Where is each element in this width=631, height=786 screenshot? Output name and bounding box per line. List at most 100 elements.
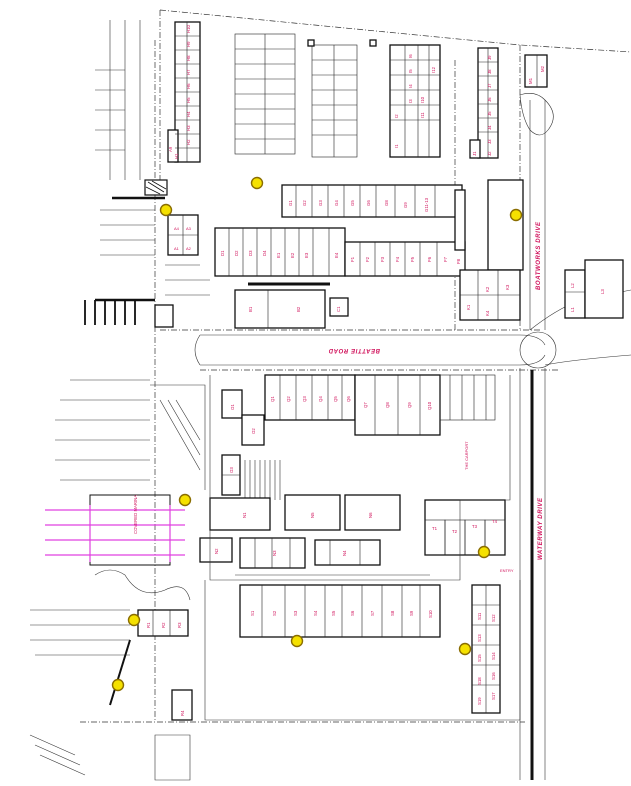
label-j5: J5 [487,111,492,116]
label-j6: J6 [487,97,492,102]
label-e4: E4 [334,252,339,258]
label-j2: J2 [487,151,492,156]
label-r4: R4 [180,710,185,716]
label-q3: Q3 [302,396,307,402]
map-marker-6[interactable] [127,613,141,627]
label-i3: I3 [408,99,413,103]
label-o3: O3 [229,467,234,473]
label-t3: T3 [472,524,478,529]
label-g3: G3 [318,200,323,206]
label-h7: H7 [186,69,191,75]
label-l1: L1 [570,307,575,312]
map-marker-2[interactable] [159,203,173,217]
label-j9: J9 [487,55,492,60]
label-k4: K4 [485,310,490,316]
map-marker-4[interactable] [178,493,192,507]
label-n2: N2 [214,548,219,554]
label-q8: Q8 [385,402,390,408]
label-h2: H2 [186,139,191,145]
label-h8: H8 [186,55,191,61]
label-n1: N1 [242,512,247,518]
label-s1: S1 [250,610,255,616]
label-s16: S16 [491,672,496,680]
label-h3: H3 [186,125,191,131]
label-s18: S18 [477,677,482,685]
label-a2: A2 [186,246,192,251]
label-m2: M2 [540,65,545,72]
label-h1: H1 [174,153,179,159]
label-s9: S9 [409,610,414,616]
label-g9: G9 [403,202,408,208]
label-s7: S7 [370,610,375,616]
label-e3: E3 [304,252,309,258]
label-s19: S19 [477,697,482,705]
label-entry: ENTRY [500,568,514,573]
label-covered-marina: COVERED MARINA [133,495,138,534]
building-r-block [137,609,193,721]
label-o2: O2 [251,428,256,434]
building-a-block [154,214,199,328]
map-marker-3[interactable] [509,208,523,222]
label-j3: J3 [487,139,492,144]
markers [111,176,523,692]
label-q5: Q5 [333,396,338,402]
label-c1: C1 [336,306,341,312]
label-s15: S15 [477,654,482,662]
label-r3: R3 [177,622,182,628]
roads [194,93,631,780]
label-a4: A4 [174,226,180,231]
label-s10: S10 [428,610,433,618]
label-h10: H10 [186,25,191,33]
map-marker-8[interactable] [458,642,472,656]
label-s6: S6 [350,610,355,616]
label-s12: S12 [491,614,496,622]
label-h6: H6 [186,83,191,89]
label-d3: D3 [248,250,253,256]
label-e2: E2 [290,252,295,258]
building-k-block [459,179,524,321]
label-t4: T4 [492,519,498,524]
building-j-block [469,47,499,159]
label-n5: N5 [310,512,315,518]
map-marker-1[interactable] [250,176,264,190]
label-i4: I4 [408,84,413,88]
label-g4: G4 [334,200,339,206]
map-marker-9[interactable] [111,678,125,692]
building-i-block [389,44,441,158]
building-q-block [264,374,496,436]
label-j8: J8 [487,69,492,74]
building-l-block [564,259,624,319]
label-g1113: G11-13 [424,197,429,212]
building-m-block [524,54,548,88]
label-n6: N6 [368,512,373,518]
label-i2: I2 [394,114,399,118]
label-e1: E1 [276,252,281,258]
label-a9: A9 [168,146,173,152]
label-a1: A1 [174,246,180,251]
label-l3: L3 [600,289,605,294]
label-r1: R1 [146,622,151,628]
site-boundaries [80,9,631,723]
label-l2: L2 [570,283,575,288]
label-t1: T1 [432,526,438,531]
building-g-block [281,184,463,218]
label-h5: H5 [186,97,191,103]
label-b1: B1 [248,306,253,312]
label-s14: S14 [491,652,496,660]
label-g1: G1 [288,200,293,206]
label-d4: D4 [262,250,267,256]
label-g8: G8 [384,200,389,206]
label-q4: Q4 [318,396,323,402]
label-s11: S11 [477,612,482,620]
label-i11: I11 [420,112,425,118]
road-label-boatworks: BOATWORKS DRIVE [536,221,542,290]
label-f5: F5 [410,256,415,262]
label-m1: M1 [528,77,533,84]
label-q6: Q6 [346,396,351,402]
label-q7: Q7 [363,402,368,408]
label-i1: I1 [394,144,399,148]
building-s-block [239,584,501,714]
map-marker-7[interactable] [290,634,304,648]
map-marker-5[interactable] [477,545,491,559]
building-o-block [221,389,281,500]
